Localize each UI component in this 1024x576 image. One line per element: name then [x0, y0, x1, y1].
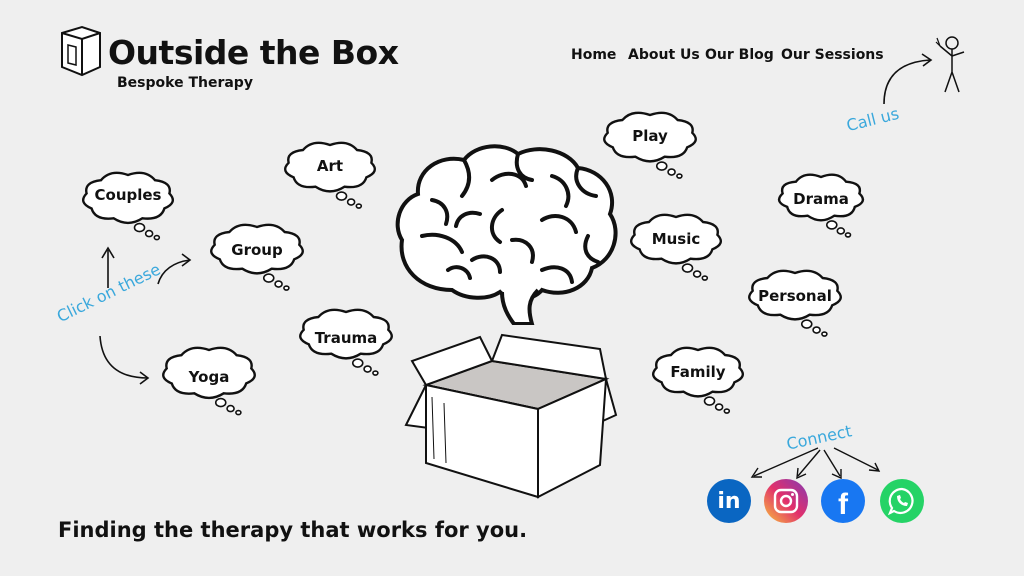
click-arrows-icon: [90, 240, 200, 390]
thought-bubble-icon: [299, 308, 393, 376]
site-subtitle: Bespoke Therapy: [117, 75, 253, 91]
thought-bubble-icon: [629, 213, 723, 281]
call-us-label[interactable]: Call us: [844, 103, 901, 136]
thought-bubble-icon: [81, 171, 175, 241]
whatsapp-icon[interactable]: [880, 479, 924, 523]
bubble-drama[interactable]: Drama: [776, 172, 866, 238]
thought-bubble-icon: [162, 346, 256, 416]
thought-bubble-icon: [777, 173, 865, 238]
linkedin-glyph: in: [717, 488, 741, 514]
bubble-couples[interactable]: Couples: [80, 170, 176, 241]
site-title[interactable]: Outside the Box: [108, 33, 399, 72]
bubble-label: Drama: [793, 190, 849, 208]
thought-bubble-icon: [283, 141, 377, 209]
bubble-label: Art: [316, 157, 344, 175]
bubble-trauma[interactable]: Trauma: [297, 307, 395, 376]
linkedin-icon[interactable]: in: [707, 479, 751, 523]
nav-our-blog[interactable]: Our Blog: [705, 47, 774, 63]
thought-bubble-icon: [748, 269, 842, 337]
logo-box-icon: [56, 25, 104, 77]
instagram-icon[interactable]: [764, 479, 808, 523]
nav-our-sessions[interactable]: Our Sessions: [781, 47, 884, 63]
thought-bubble-icon: [651, 346, 745, 414]
stick-figure-icon[interactable]: [932, 34, 970, 96]
bubble-art[interactable]: Art: [282, 140, 378, 209]
bubble-label: Family: [670, 363, 726, 381]
bubble-yoga[interactable]: Yoga: [160, 345, 258, 416]
bubble-group[interactable]: Group: [208, 222, 306, 291]
bubble-label: Trauma: [314, 329, 378, 347]
bubble-music[interactable]: Music: [628, 212, 724, 281]
open-box-icon: [404, 333, 618, 501]
thought-bubble-icon: [210, 223, 304, 291]
nav-about-us[interactable]: About Us: [628, 47, 700, 63]
nav-home[interactable]: Home: [571, 47, 617, 63]
bubble-label: Group: [231, 241, 283, 259]
bubble-label: Yoga: [188, 368, 230, 386]
bubble-label: Music: [651, 230, 701, 248]
bubble-personal[interactable]: Personal: [746, 268, 844, 337]
facebook-glyph: f: [838, 488, 848, 521]
tagline: Finding the therapy that works for you.: [58, 518, 528, 542]
bubble-family[interactable]: Family: [650, 345, 746, 414]
bubble-label: Play: [632, 127, 668, 145]
bubble-play[interactable]: Play: [601, 110, 699, 179]
bubble-label: Couples: [94, 186, 162, 204]
connect-arrows-icon: [748, 442, 884, 482]
call-us-arrow-icon: [878, 50, 938, 110]
bubble-label: Personal: [758, 287, 832, 305]
facebook-icon[interactable]: f: [821, 479, 865, 523]
brain-icon: [392, 140, 622, 326]
thought-bubble-icon: [603, 111, 697, 179]
